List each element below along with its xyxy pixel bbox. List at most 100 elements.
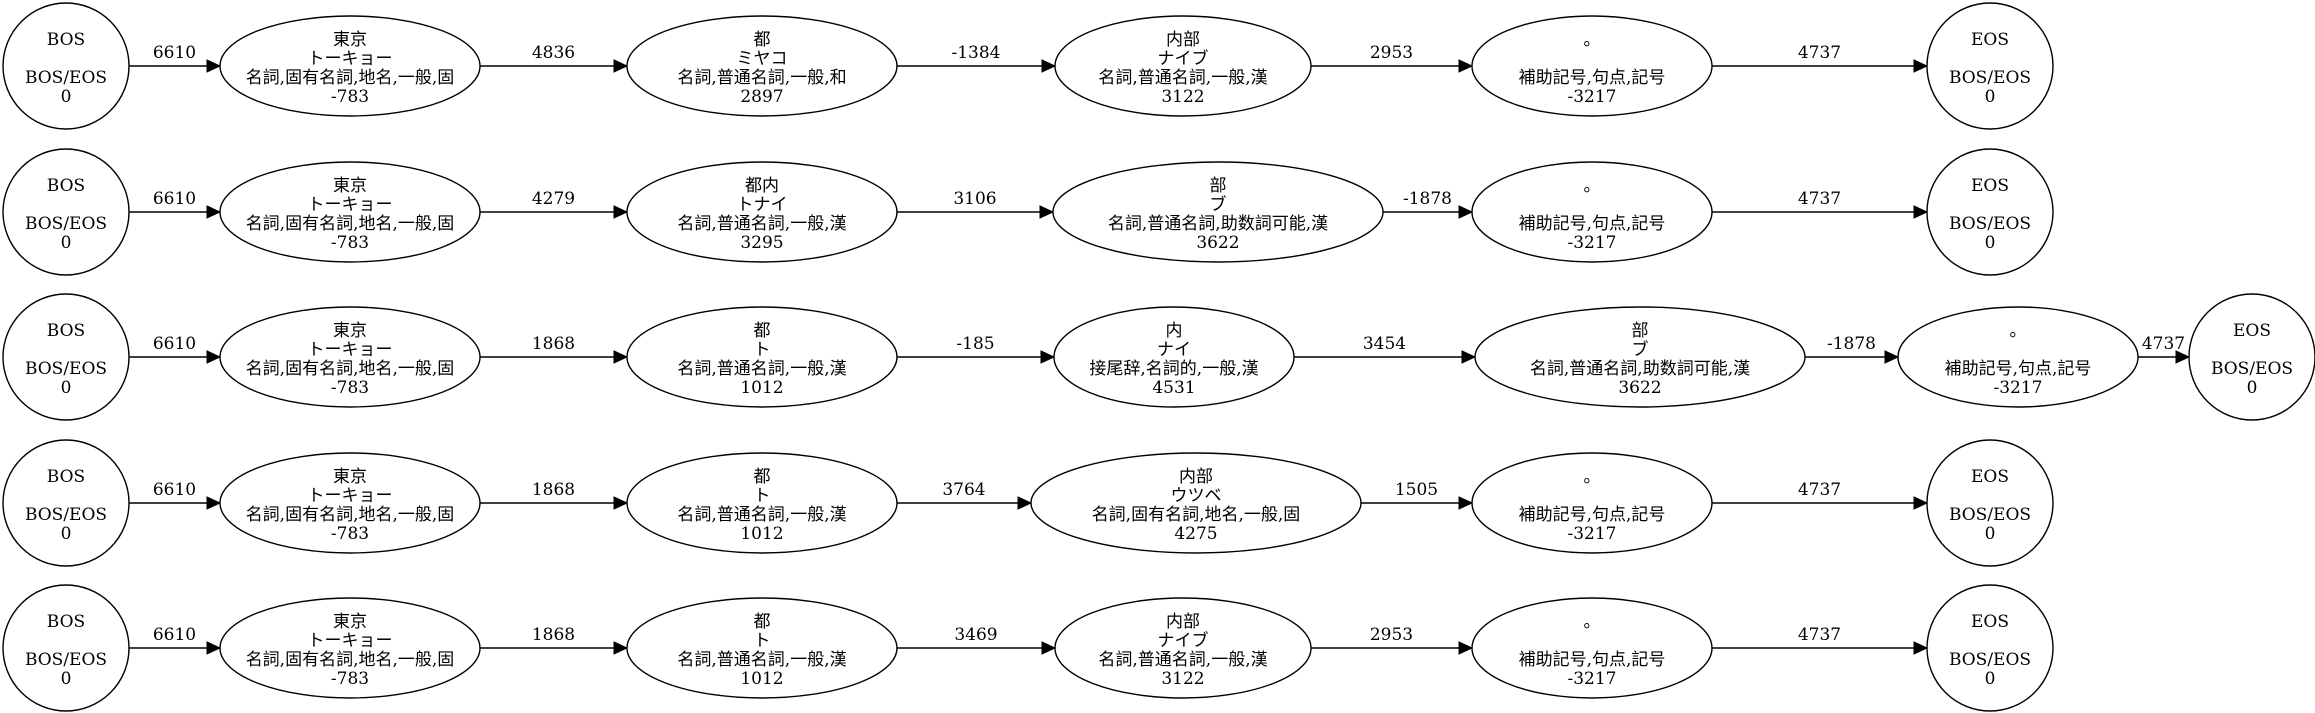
node-cost: -3217 [1567, 233, 1616, 253]
edge-cost: 2953 [1370, 625, 1413, 645]
edge: 4737 [1712, 189, 1929, 219]
node-cost: 0 [61, 233, 72, 253]
node-surface: 内部 [1179, 467, 1213, 487]
node-pos: 名詞,普通名詞,助数詞可能,漢 [1108, 214, 1328, 234]
node-cost: -783 [331, 233, 369, 253]
node-reading: ト [754, 340, 771, 360]
edge-cost: 6610 [153, 43, 196, 63]
arrow-head-icon [1913, 205, 1929, 219]
edge: 2953 [1311, 43, 1474, 73]
edge: -1878 [1805, 334, 1900, 364]
edge: 3454 [1294, 334, 1477, 364]
edge: 4737 [1712, 43, 1929, 73]
node-pos: 名詞,固有名詞,地名,一般,固 [246, 68, 455, 88]
node-pos: BOS/EOS [25, 505, 107, 525]
lattice-node: 。補助記号,句点,記号-3217 [1471, 161, 1713, 263]
arrow-head-icon [1884, 350, 1900, 364]
edge-cost: 3106 [953, 189, 996, 209]
node-shape [1471, 597, 1713, 699]
node-pos: 名詞,普通名詞,一般,和 [677, 68, 846, 88]
arrow-head-icon [1458, 496, 1474, 510]
node-shape [1054, 15, 1312, 117]
node-surface: 。 [1584, 30, 1601, 50]
edge-cost: 3454 [1363, 334, 1406, 354]
node-cost: 3122 [1161, 669, 1204, 689]
node-pos: 補助記号,句点,記号 [1519, 505, 1666, 525]
edge: -185 [897, 334, 1056, 364]
lattice-node: 。補助記号,句点,記号-3217 [1471, 15, 1713, 117]
node-pos: BOS/EOS [1949, 650, 2031, 670]
node-surface: EOS [1971, 176, 2009, 196]
node-pos: 名詞,普通名詞,一般,漢 [677, 359, 846, 379]
node-cost: 1012 [740, 524, 783, 544]
node-surface: 内部 [1166, 612, 1200, 632]
node-surface: BOS [47, 612, 85, 632]
edge: -1384 [897, 43, 1057, 73]
node-surface: 都 [754, 321, 771, 341]
edge-cost: 4737 [2142, 334, 2185, 354]
node-pos: 名詞,普通名詞,助数詞可能,漢 [1530, 359, 1750, 379]
node-shape [1897, 306, 2139, 408]
node-surface: 。 [1584, 176, 1601, 196]
edge-cost: 1505 [1395, 480, 1438, 500]
node-cost: 0 [1985, 669, 1996, 689]
arrow-head-icon [1039, 205, 1055, 219]
node-cost: 0 [1985, 524, 1996, 544]
arrow-head-icon [613, 496, 629, 510]
arrow-head-icon [1461, 350, 1477, 364]
node-cost: -3217 [1993, 378, 2042, 398]
node-pos: 名詞,普通名詞,一般,漢 [677, 505, 846, 525]
node-reading: トーキョー [308, 631, 393, 651]
arrow-head-icon [1040, 350, 1056, 364]
node-surface: 都内 [745, 176, 779, 196]
node-reading: トーキョー [308, 49, 393, 69]
node-reading: ト [754, 486, 771, 506]
edge-cost: 6610 [153, 189, 196, 209]
edge: 1868 [480, 480, 629, 510]
node-cost: -783 [331, 87, 369, 107]
node-pos: BOS/EOS [25, 650, 107, 670]
node-pos: 補助記号,句点,記号 [1519, 214, 1666, 234]
node-surface: 東京 [333, 176, 367, 196]
arrow-head-icon [613, 350, 629, 364]
node-cost: 4531 [1152, 378, 1195, 398]
node-shape [1926, 584, 2054, 712]
edge-cost: 3764 [942, 480, 985, 500]
edge: 1868 [480, 625, 629, 655]
arrow-head-icon [1458, 205, 1474, 219]
edge-cost: 4737 [1798, 189, 1841, 209]
edge: 6610 [129, 189, 222, 219]
node-pos: 補助記号,句点,記号 [1519, 650, 1666, 670]
edge: 6610 [129, 480, 222, 510]
node-reading: ナイブ [1158, 630, 1209, 651]
node-shape [1053, 306, 1295, 408]
node-cost: 0 [1985, 233, 1996, 253]
node-surface: 内部 [1166, 30, 1200, 50]
edge: 4737 [1712, 625, 1929, 655]
node-cost: -3217 [1567, 87, 1616, 107]
node-shape [2, 293, 130, 421]
arrow-head-icon [2175, 350, 2191, 364]
node-surface: BOS [47, 30, 85, 50]
edge: 4737 [2138, 334, 2191, 364]
node-cost: -783 [331, 378, 369, 398]
node-pos: 名詞,固有名詞,地名,一般,固 [1092, 505, 1301, 525]
node-shape [219, 597, 481, 699]
lattice-node: 。補助記号,句点,記号-3217 [1471, 452, 1713, 554]
node-cost: 1012 [740, 669, 783, 689]
node-reading: トーキョー [308, 195, 393, 215]
edge-cost: 1868 [532, 334, 575, 354]
node-pos: 補助記号,句点,記号 [1519, 68, 1666, 88]
